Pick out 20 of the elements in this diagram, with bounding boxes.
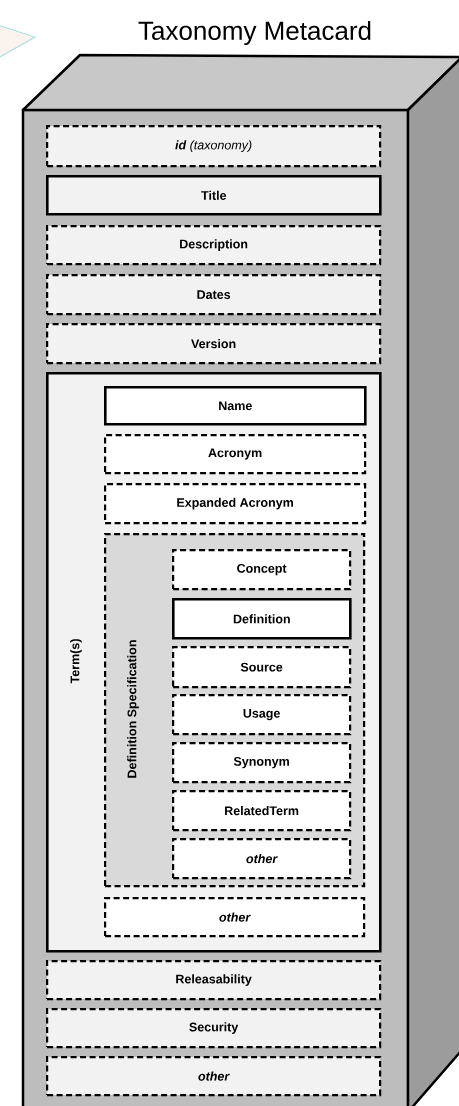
node-label: Taxonomy Metacard bbox=[138, 20, 371, 46]
field-box: Title bbox=[46, 175, 382, 216]
field-box: Releasability bbox=[46, 960, 382, 1001]
field-box: Synonym bbox=[172, 742, 352, 784]
field-box: Definition bbox=[172, 598, 352, 640]
field-box: Acronym bbox=[104, 434, 367, 475]
field-box: RelatedTerm bbox=[172, 790, 352, 832]
field-box: Version bbox=[46, 323, 382, 365]
field-box: Name bbox=[104, 386, 367, 426]
field-box: Dates bbox=[46, 274, 382, 316]
field-box: other bbox=[46, 1056, 382, 1097]
field-box: Security bbox=[46, 1008, 382, 1049]
field-box: Source bbox=[172, 646, 352, 689]
field-box: Usage bbox=[172, 694, 352, 736]
field-box: Concept bbox=[172, 549, 352, 591]
field-box: other bbox=[172, 838, 352, 880]
field-box: id (taxonomy) bbox=[46, 125, 382, 168]
field-box: Description bbox=[46, 225, 382, 266]
field-box: Expanded Acronym bbox=[104, 483, 367, 525]
field-box: other bbox=[104, 897, 366, 938]
